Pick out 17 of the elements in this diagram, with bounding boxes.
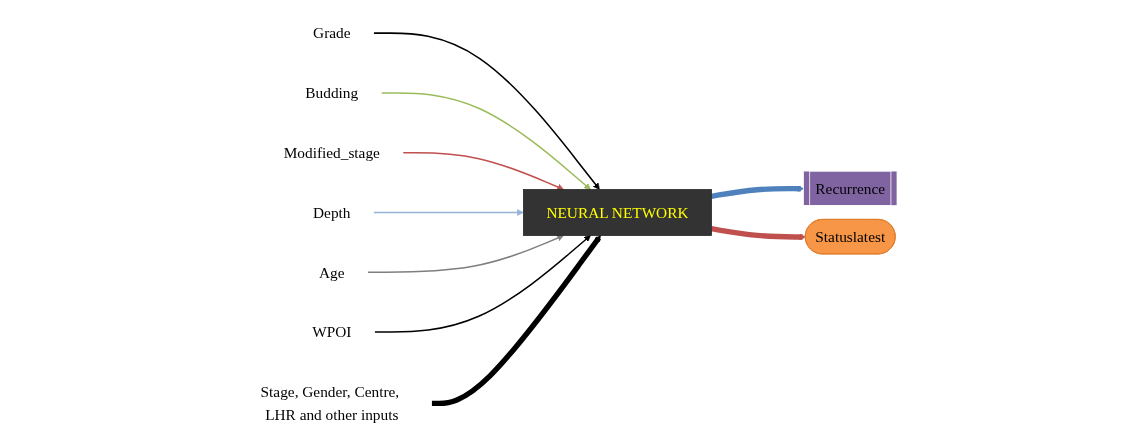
arrow [373, 208, 525, 216]
node-box: NEURAL NETWORK [523, 188, 713, 236]
arrow [431, 234, 602, 406]
node-text: Budding [305, 83, 359, 101]
node-text: Depth [313, 203, 351, 221]
node-text: Modified_stage [284, 143, 381, 161]
arrow [711, 184, 805, 199]
arrow [373, 31, 601, 190]
arrow [711, 225, 807, 240]
node-text: Age [319, 263, 345, 281]
arrow [402, 151, 565, 190]
node-text: Stage, Gender, Centre, LHR and other inputs [260, 382, 400, 423]
node-text: WPOI [312, 323, 352, 341]
arrow [367, 234, 565, 273]
node-text: Grade [313, 24, 351, 42]
arrow [374, 234, 592, 333]
arrow [380, 91, 592, 190]
